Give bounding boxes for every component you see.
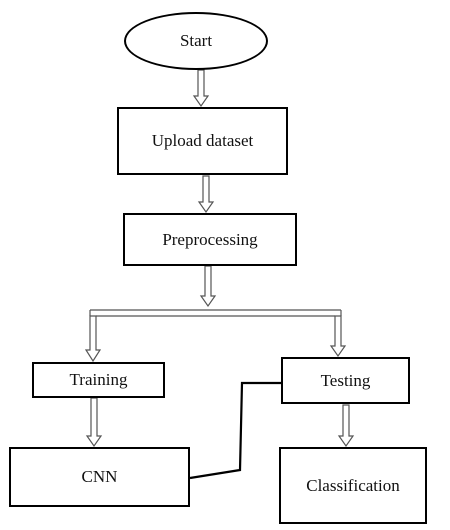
split-bar (89, 309, 342, 317)
arrow-upload-to-preprocessing (197, 175, 215, 214)
training-label: Training (69, 370, 128, 389)
preprocessing-node: Preprocessing (123, 213, 297, 266)
arrow-preprocessing-to-split (199, 265, 217, 308)
upload-dataset-label: Upload dataset (151, 131, 254, 150)
testing-node: Testing (281, 357, 410, 404)
testing-label: Testing (320, 370, 371, 390)
classification-node: Classification (279, 447, 427, 524)
arrow-training-to-cnn (85, 397, 103, 448)
arrow-testing-to-classification (337, 404, 355, 448)
start-label: Start (179, 31, 213, 50)
upload-dataset-node: Upload dataset (117, 107, 288, 175)
arrow-start-to-upload (192, 69, 210, 108)
classification-label: Classification (306, 475, 400, 495)
arrow-split-to-training (84, 315, 102, 363)
arrow-split-to-testing (329, 315, 347, 358)
cnn-node: CNN (9, 447, 190, 507)
cnn-label: CNN (81, 467, 118, 486)
training-node: Training (32, 362, 165, 398)
start-node: Start (124, 12, 268, 70)
arrow-cnn-to-testing (189, 379, 291, 480)
preprocessing-label: Preprocessing (162, 229, 258, 249)
